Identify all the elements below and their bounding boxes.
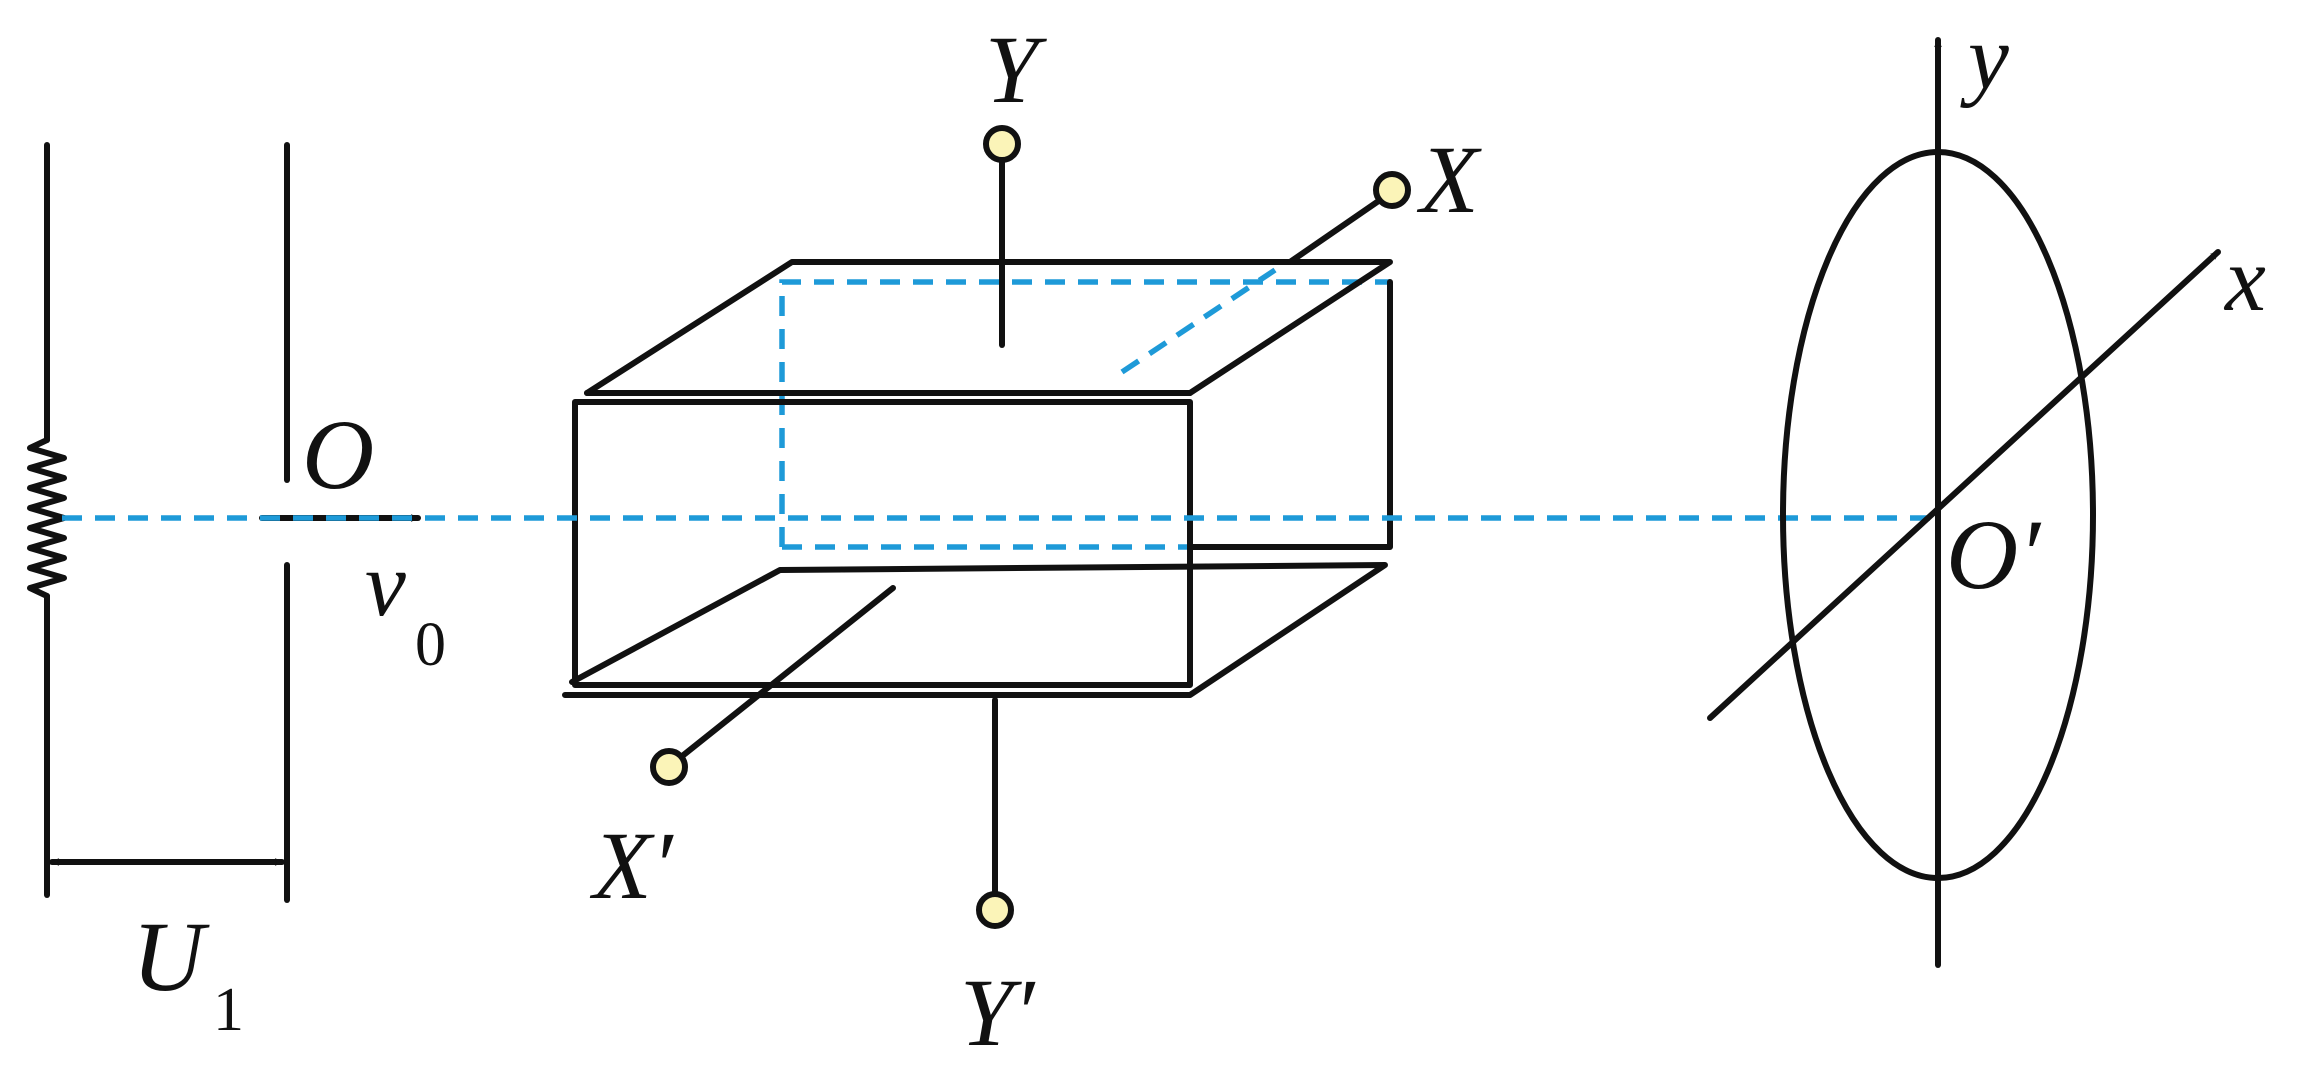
fluorescent-screen <box>1707 37 2221 968</box>
terminal-Y-prime-binding-post-circle-icon <box>976 891 1014 929</box>
label-axis-x: x <box>2223 228 2266 330</box>
label-plate-X-prime: X′ <box>589 812 675 919</box>
screen-x-axis <box>1707 249 2221 721</box>
label-plate-Y-prime: Y′ <box>960 959 1036 1066</box>
label-point-O: O <box>302 399 374 510</box>
lead-X <box>1287 197 1383 265</box>
bottom-face-edges <box>562 562 1388 698</box>
top-face-edges <box>584 259 1393 396</box>
label-velocity-symbol: v <box>365 533 406 635</box>
label-axis-y: y <box>1960 6 2009 108</box>
terminal-Y-binding-post-circle-icon <box>983 125 1021 163</box>
deflection-plates-box <box>562 259 1393 698</box>
heating-filament-zigzag-icon <box>27 437 67 599</box>
label-screen-center: O′ <box>1946 499 2042 610</box>
label-velocity-subscript: 0 <box>415 611 446 679</box>
terminal-X-prime-binding-post-circle-icon <box>650 748 688 786</box>
label-plate-Y: Y <box>985 16 1047 123</box>
electron-gun <box>27 142 290 903</box>
label-plate-X: X <box>1416 126 1482 233</box>
back-right-edges <box>1187 279 1393 550</box>
plate-terminals <box>650 125 1411 929</box>
label-voltage-subscript: 1 <box>213 976 244 1044</box>
lead-X-prime <box>678 585 896 760</box>
terminal-X-binding-post-circle-icon <box>1373 171 1411 209</box>
label-voltage-symbol: U <box>132 901 210 1012</box>
front-face <box>572 399 1193 688</box>
hidden-edges-dashed <box>779 267 1390 550</box>
